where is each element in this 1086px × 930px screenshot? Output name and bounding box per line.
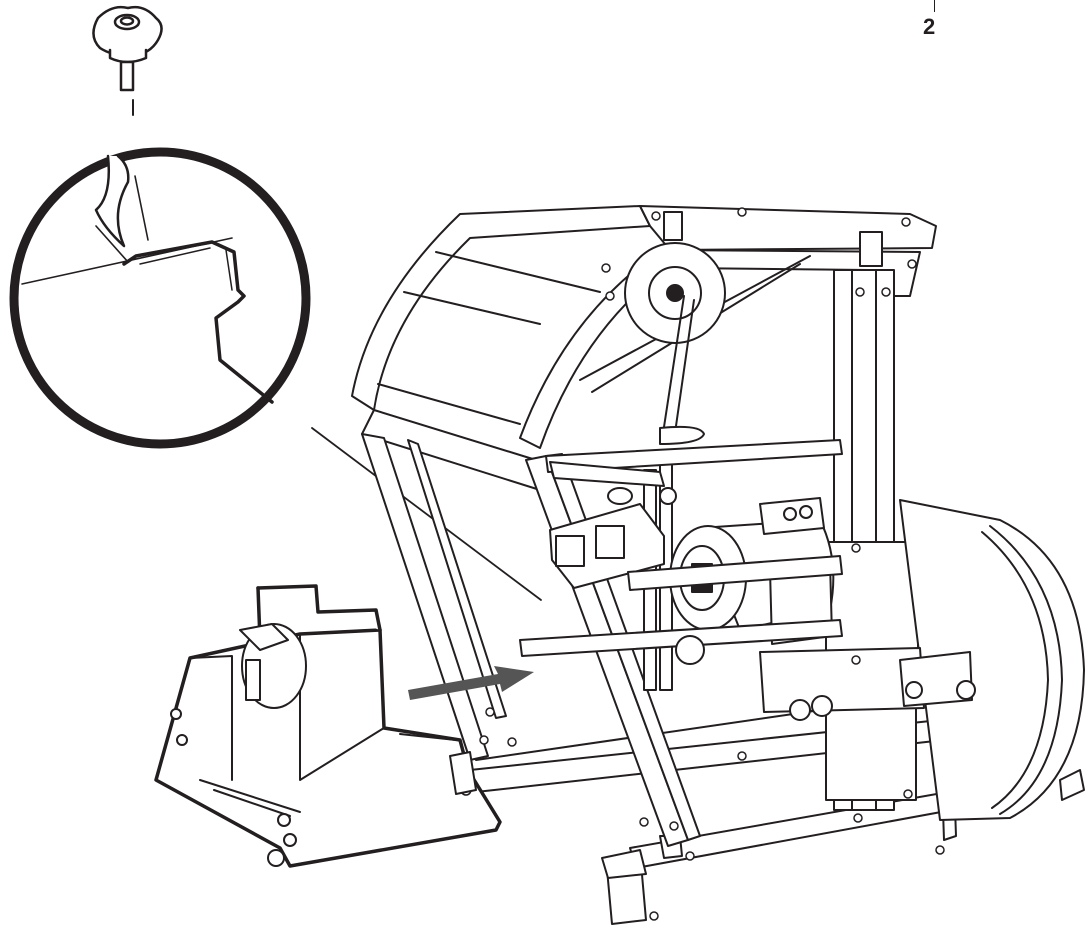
star-knob-icon (92, 5, 163, 116)
magnifier-detail-icon (9, 147, 311, 449)
insert-arrow-icon (408, 666, 534, 700)
control-box (549, 487, 677, 589)
motor-carriage (154, 584, 502, 868)
front-clamp (449, 751, 647, 879)
rear-arc-frame (351, 205, 651, 761)
step-number: 2 (923, 14, 936, 39)
side-handle (549, 461, 665, 487)
top-pulley (624, 242, 726, 445)
step-tick-mark (934, 0, 935, 12)
top-frame (639, 205, 937, 297)
cross-beams (519, 439, 976, 721)
detail-leader-line (311, 427, 542, 601)
blade-guard (899, 499, 1085, 821)
